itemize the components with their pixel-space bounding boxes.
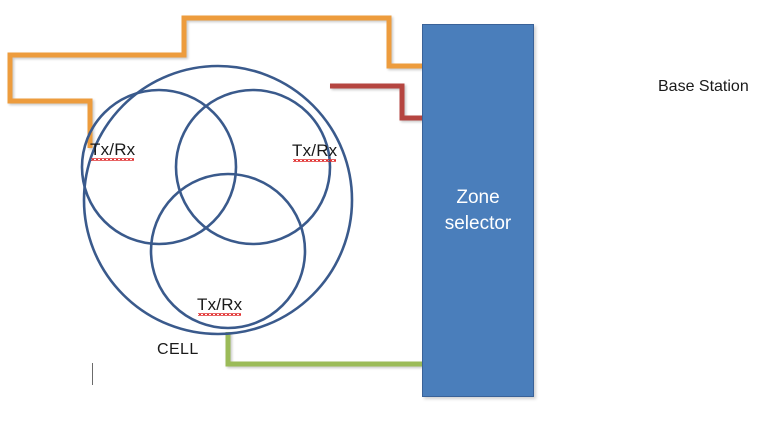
sector-left-circle [80,88,238,246]
cell-label: CELL [157,341,199,358]
connection-links [7,15,615,367]
base-station-label: Base Station [658,78,749,95]
sector-left-label-text: Tx/Rx [90,140,136,161]
sector-bottom-circle [149,172,307,330]
sector-bottom-label: Tx/Rx [197,295,243,316]
zone-selector-label-line2: selector [444,212,512,234]
cell-circles [80,64,354,336]
sector-bottom-label-text: Tx/Rx [197,295,243,316]
tick-mark [92,363,93,385]
zone-selector-label-line1: Zone [456,186,500,208]
sector-right-label: Tx/Rx [292,141,338,162]
cell-outer-circle [82,64,354,336]
sector-right-label-text: Tx/Rx [292,141,338,162]
link-sector-right-red [330,83,422,121]
sector-right-circle [174,88,332,246]
link-sector-bottom-green [225,332,422,367]
link-sector-left-orange [7,15,422,148]
zone-selector-block[interactable]: Zone selector [422,24,534,397]
sector-left-label: Tx/Rx [90,140,136,161]
